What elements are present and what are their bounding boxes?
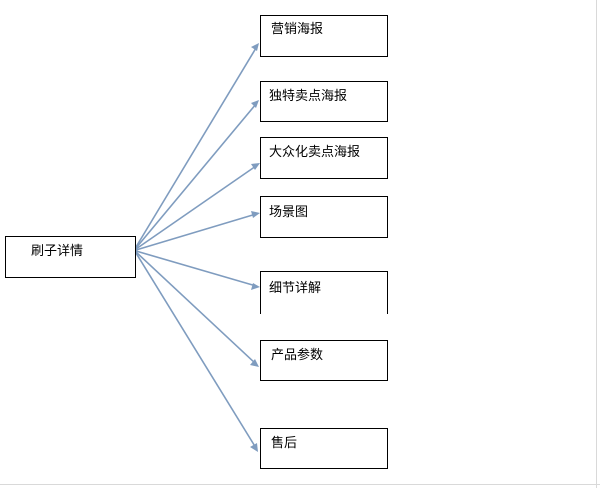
node-label: 大众化卖点海报	[269, 145, 361, 160]
connector-mass-selling-point-poster	[135, 163, 260, 250]
node-label: 细节详解	[269, 281, 322, 296]
connector-after-sales	[135, 252, 258, 452]
node-label: 产品参数	[271, 348, 324, 363]
node-after-sales: 售后	[260, 428, 388, 469]
window-bottom-border	[0, 484, 600, 485]
node-product-parameters: 产品参数	[260, 340, 388, 381]
connector-detail-explanation	[135, 250, 260, 290]
node-scene-image: 场景图	[260, 196, 388, 238]
root-node-brush-details: 刷子详情	[5, 236, 136, 278]
connector-marketing-poster	[135, 43, 259, 248]
node-label: 独特卖点海报	[269, 89, 348, 104]
node-unique-selling-point-poster: 独特卖点海报	[260, 81, 388, 122]
node-label: 场景图	[269, 205, 309, 220]
node-detail-explanation: 细节详解	[260, 271, 388, 314]
root-node-label: 刷子详情	[31, 244, 84, 259]
window-right-border	[596, 0, 597, 488]
connector-unique-selling-point-poster	[135, 100, 259, 249]
node-marketing-poster: 营销海报	[260, 15, 388, 57]
node-mass-selling-point-poster: 大众化卖点海报	[260, 137, 388, 179]
node-label: 营销海报	[271, 22, 324, 37]
connector-scene-image	[135, 211, 260, 251]
node-label: 售后	[271, 436, 298, 451]
connector-product-parameters	[135, 251, 259, 367]
